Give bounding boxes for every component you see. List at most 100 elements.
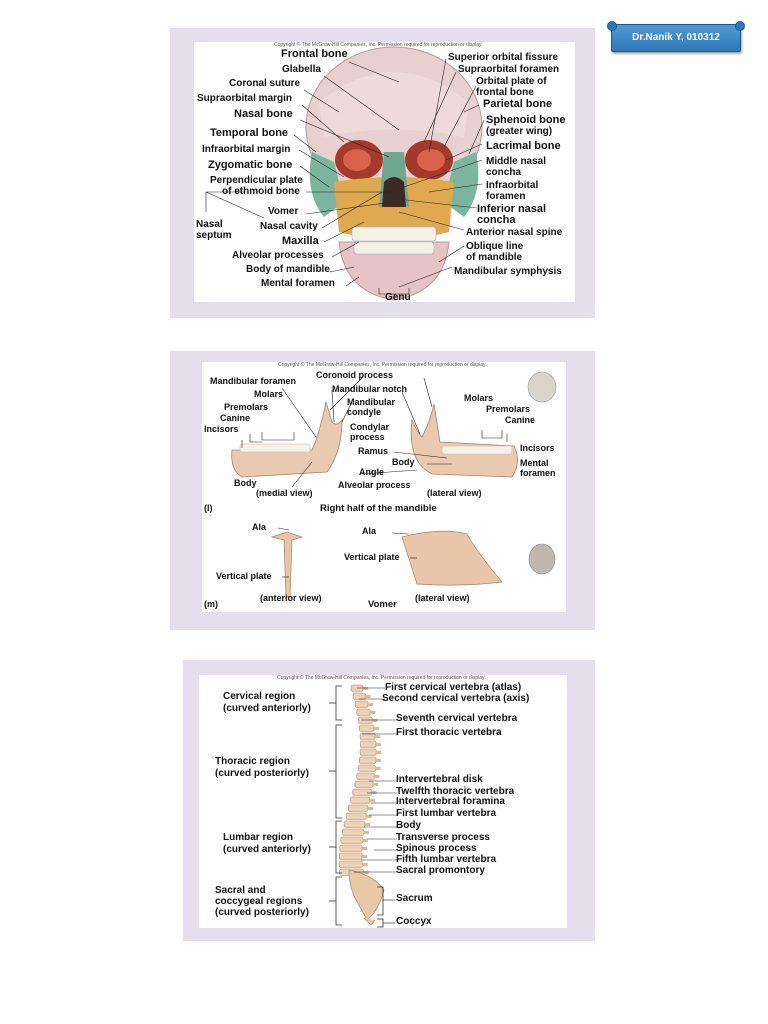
vertebra (352, 788, 372, 796)
label-nasal-cavity: Nasal cavity (260, 221, 318, 232)
label-anterior-view: (anterior view) (260, 593, 322, 603)
label-supraorbital-margin: Supraorbital margin (197, 93, 293, 104)
label-thoracic-region: Thoracic region (215, 756, 291, 767)
vertebra (338, 852, 363, 860)
label-lumbar-region: Lumbar region (223, 832, 294, 843)
label-oblique-line-1: Oblique line (466, 241, 524, 252)
label-infraorbital-2: foramen (486, 191, 526, 202)
label-genu: Genu (385, 292, 411, 302)
spinous-process-mark (367, 807, 374, 810)
label-infraorbital-margin: Infraorbital margin (202, 144, 291, 155)
spinous-process-mark (365, 815, 372, 818)
label-maxilla: Maxilla (282, 235, 319, 247)
label-body: Body (396, 820, 421, 831)
label-sacral-curve: (curved posteriorly) (215, 907, 309, 918)
label-axis: Second cervical vertebra (axis) (382, 693, 530, 704)
vertebra (339, 844, 363, 852)
label-sphenoid-bone: Sphenoid bone (486, 114, 566, 126)
mandible-figure: Copyright © The McGraw-Hill Companies, I… (202, 362, 566, 612)
vertebra (350, 796, 371, 804)
label-first-thoracic: First thoracic vertebra (396, 727, 502, 738)
label-transverse-process: Transverse process (396, 832, 490, 843)
label-atlas: First cervical vertebra (atlas) (385, 682, 522, 693)
spine-illustration (329, 684, 397, 928)
label-nasal-septum-1: Nasal (196, 219, 223, 230)
label-cervical-region: Cervical region (223, 691, 296, 702)
label-premolars-left: Premolars (224, 402, 269, 412)
label-first-lumbar: First lumbar vertebra (396, 808, 497, 819)
vertebra (354, 780, 374, 788)
author-badge: Dr.Nanik Y, 010312 (607, 21, 745, 52)
figure-title-mandible: Right half of the mandible (320, 503, 437, 514)
label-incisors-right: Incisors (520, 443, 555, 453)
label-nasal-bone: Nasal bone (234, 108, 293, 120)
spinous-process-mark (362, 831, 369, 834)
spinous-process-mark (375, 751, 382, 754)
label-lateral-view-vomer: (lateral view) (415, 593, 470, 603)
spinous-process-mark (370, 791, 377, 794)
vertebra (343, 820, 366, 828)
slide-spine: Copyright © The McGraw-Hill Companies, I… (183, 660, 595, 941)
spinous-process-mark (362, 687, 368, 690)
vertebra (345, 812, 367, 820)
label-sacrum: Sacrum (396, 893, 433, 904)
label-thoracic-curve: (curved posteriorly) (215, 768, 309, 779)
label-inferior-nasal-1: Inferior nasal (477, 203, 547, 215)
skull-illustration (205, 46, 485, 301)
label-mental-foramen-2: foramen (520, 468, 556, 478)
label-sacral-region-1: Sacral and (215, 885, 266, 896)
copyright-note: Copyright © The McGraw-Hill Companies, I… (277, 675, 486, 681)
label-twelfth-thoracic: Twelfth thoracic vertebra (396, 786, 515, 797)
label-body-lateral: Body (392, 457, 415, 467)
spinous-process-mark (375, 743, 381, 746)
label-middle-nasal-2: concha (486, 167, 522, 178)
label-seventh-cervical: Seventh cervical vertebra (396, 713, 518, 724)
vertebra (338, 860, 363, 868)
spinous-process-mark (375, 759, 382, 762)
label-mental-foramen-1: Mental (520, 458, 549, 468)
label-vomer: Vomer (268, 206, 299, 217)
label-perpendicular-plate: Perpendicular plate (210, 175, 303, 186)
spinous-process-mark (373, 727, 380, 730)
label-molars-right: Molars (464, 393, 494, 403)
spinous-process-mark (361, 863, 368, 866)
vertebra (352, 692, 366, 700)
slide-skull: Copyright © The McGraw-Hill Companies, I… (170, 28, 595, 318)
label-ramus: Ramus (358, 446, 389, 456)
figure-label-l: (l) (204, 503, 213, 513)
vertebra (356, 772, 375, 780)
label-of-ethmoid-bone: of ethmoid bone (222, 186, 300, 197)
spinous-process-mark (367, 703, 374, 706)
spinous-process-mark (369, 711, 376, 714)
label-ala-anterior: Ala (252, 522, 267, 532)
vertebra (358, 764, 376, 772)
label-temporal-bone: Temporal bone (210, 127, 289, 139)
label-body-of-mandible: Body of mandible (246, 264, 330, 275)
label-ala-lateral: Ala (362, 526, 377, 536)
vertebra (354, 700, 369, 708)
label-incisors-left: Incisors (204, 424, 239, 434)
label-inferior-nasal-2: concha (477, 214, 516, 226)
copyright-note: Copyright © The McGraw-Hill Companies, I… (274, 42, 483, 48)
label-mandibular-foramen: Mandibular foramen (210, 376, 297, 386)
label-mandibular-condyle-2: condyle (347, 407, 382, 417)
vertebra (348, 804, 369, 812)
label-condylar-process-2: process (350, 432, 385, 442)
label-mental-foramen: Mental foramen (261, 278, 335, 289)
spinous-process-mark (364, 695, 371, 698)
label-condylar-process-1: Condylar (350, 422, 390, 432)
label-anterior-nasal-spine: Anterior nasal spine (466, 227, 563, 238)
label-intervertebral-foramina: Intervertebral foramina (396, 796, 505, 807)
label-canine-left: Canine (220, 413, 251, 423)
spinous-process-mark (373, 775, 380, 778)
spinous-process-mark (364, 823, 370, 826)
label-lumbar-curve: (curved anteriorly) (223, 844, 311, 855)
label-coronoid-process: Coronoid process (316, 370, 394, 380)
vertebra (360, 740, 377, 748)
vertebra (359, 756, 377, 764)
label-nasal-septum-2: septum (196, 230, 232, 241)
label-orbital-plate-1: Orbital plate of (476, 76, 547, 87)
copyright-note: Copyright © The McGraw-Hill Companies, I… (278, 362, 487, 368)
vertebra (356, 708, 371, 716)
spinous-process-mark (372, 783, 379, 786)
